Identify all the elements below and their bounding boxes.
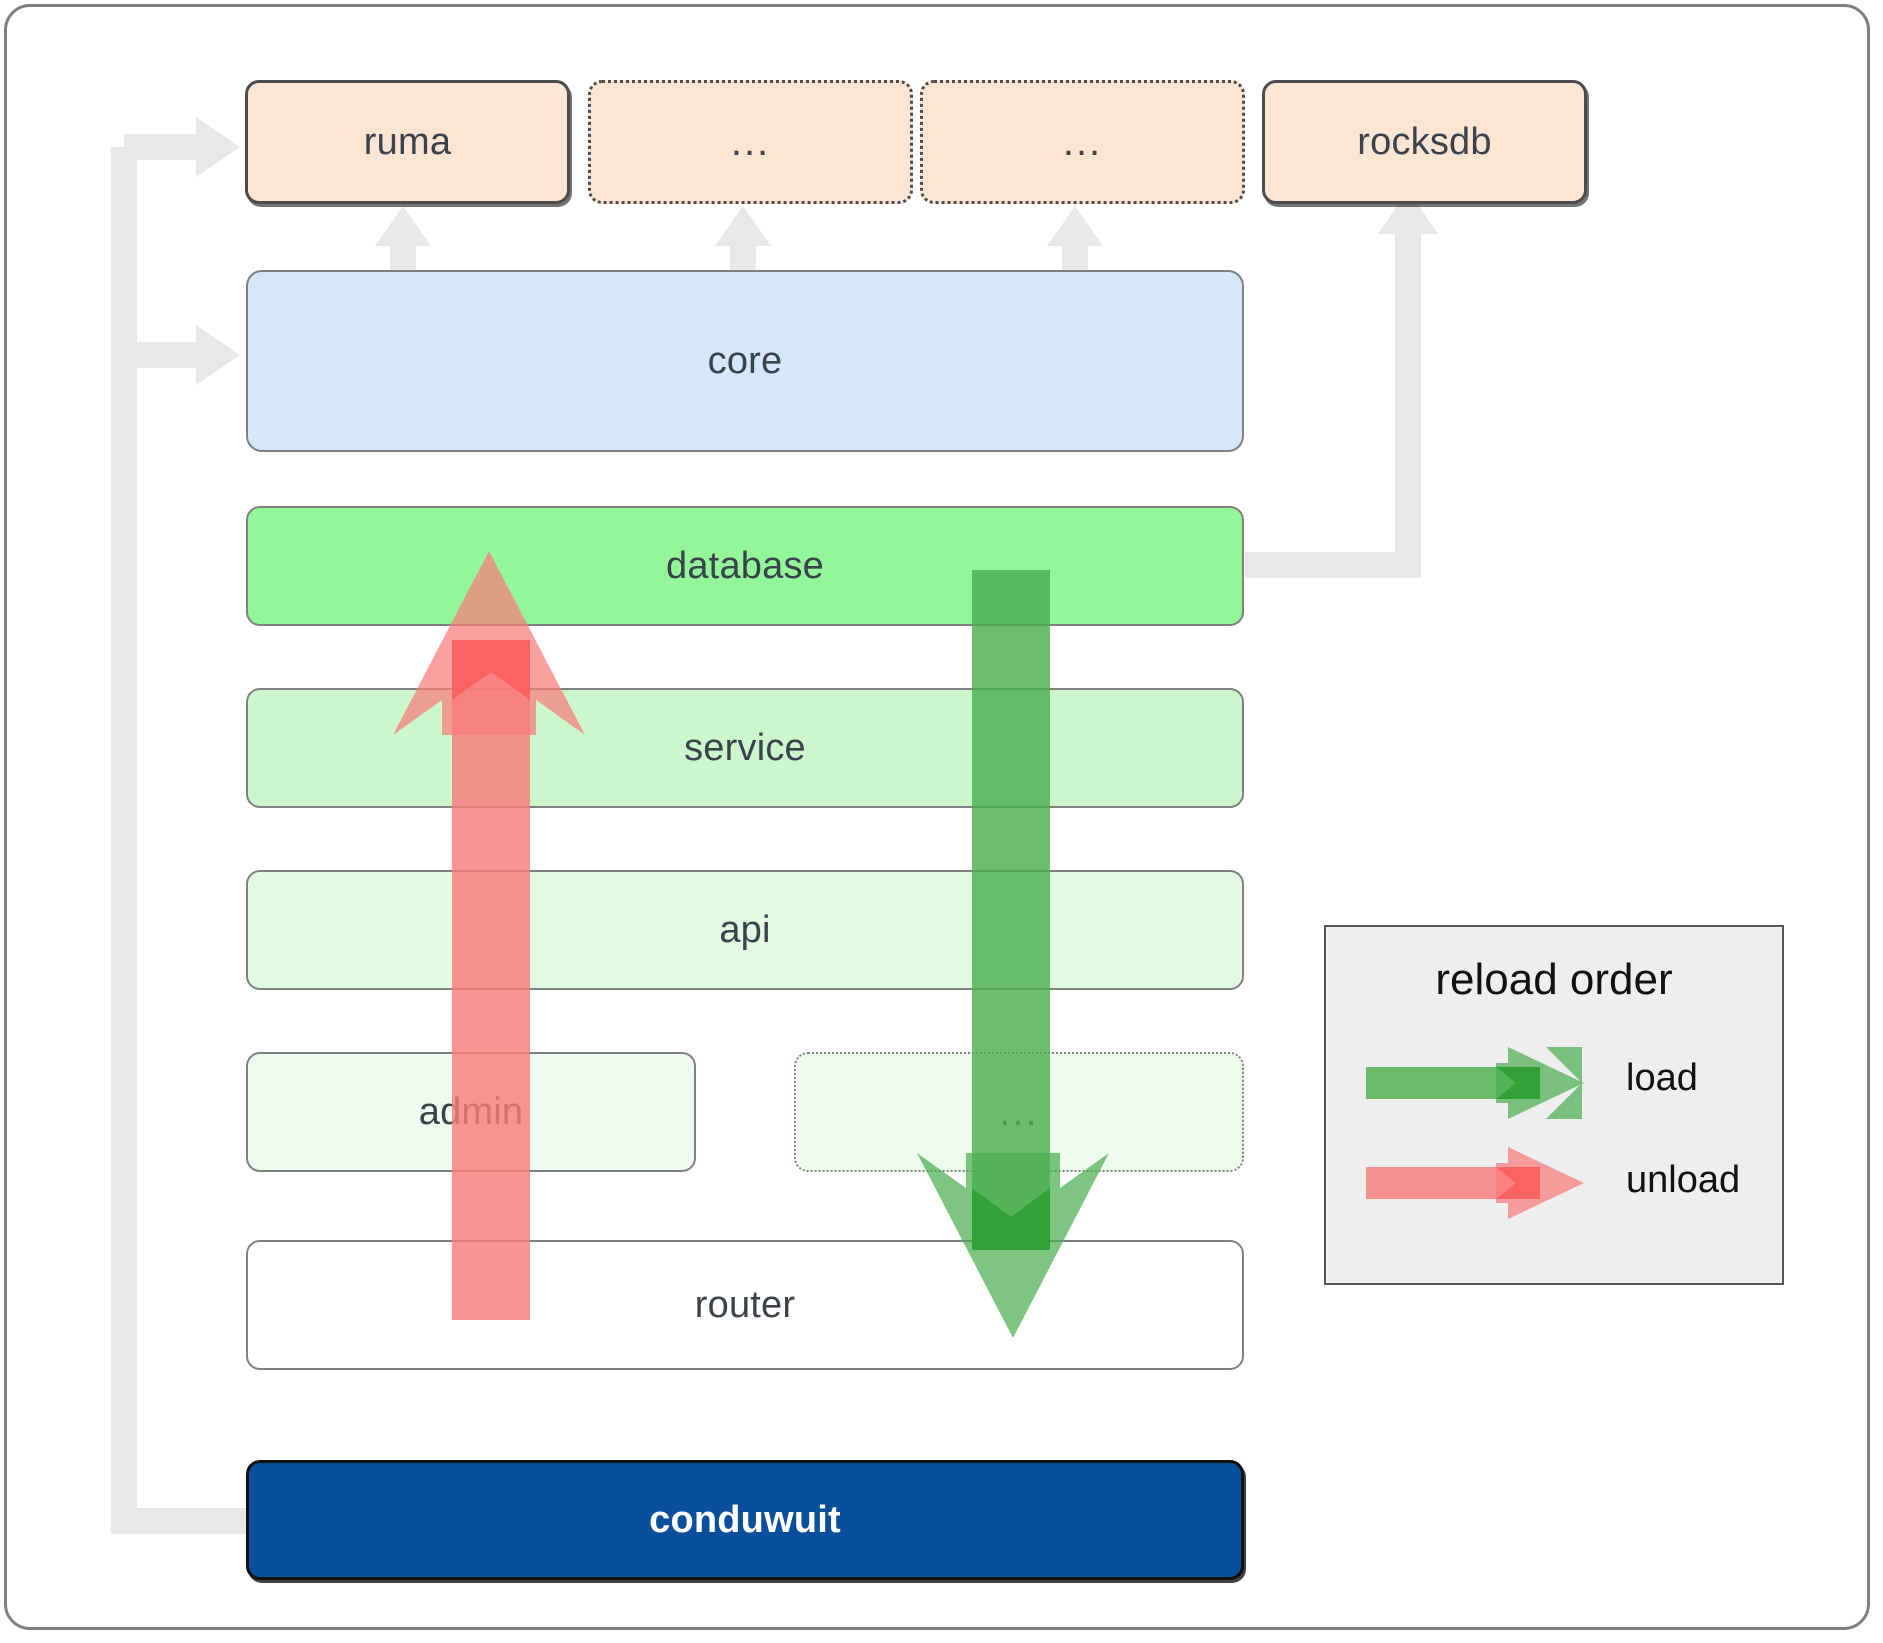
legend-swatch-load: [1366, 1047, 1584, 1119]
layer-box-database[interactable]: database: [246, 506, 1244, 626]
legend-label-unload: unload: [1626, 1159, 1741, 1201]
layer-box-api[interactable]: api: [246, 870, 1244, 990]
unload-arrow: [393, 551, 585, 1320]
binary-box-conduwuit[interactable]: conduwuit: [246, 1460, 1244, 1580]
dependency-box-rocksdb[interactable]: rocksdb: [1262, 80, 1587, 204]
dependency-label-ruma: ruma: [363, 120, 452, 163]
load-arrow: [917, 570, 1109, 1338]
dependency-box-ellipsis-1[interactable]: ...: [588, 80, 913, 204]
dependency-label-rocksdb: rocksdb: [1357, 120, 1492, 163]
dependency-box-ellipsis-2[interactable]: ...: [920, 80, 1245, 204]
legend-title: reload order: [1435, 955, 1673, 1004]
layer-box-router[interactable]: router: [246, 1240, 1244, 1370]
legend-swatches: [1366, 1047, 1584, 1219]
legend-swatch-unload: [1366, 1147, 1584, 1219]
layer-box-service[interactable]: service: [246, 688, 1244, 808]
layer-label-api: api: [719, 908, 771, 951]
legend-panel: reload order load unload: [1324, 925, 1784, 1285]
dependency-box-ruma[interactable]: ruma: [245, 80, 570, 204]
layer-label-core: core: [707, 339, 783, 382]
layer-box-core[interactable]: core: [246, 270, 1244, 452]
layer-label-service: service: [684, 726, 806, 769]
binary-label-conduwuit: conduwuit: [649, 1498, 841, 1541]
layer-label-database: database: [666, 544, 824, 587]
layer-label-router: router: [694, 1283, 796, 1326]
legend-label-load: load: [1626, 1057, 1698, 1099]
